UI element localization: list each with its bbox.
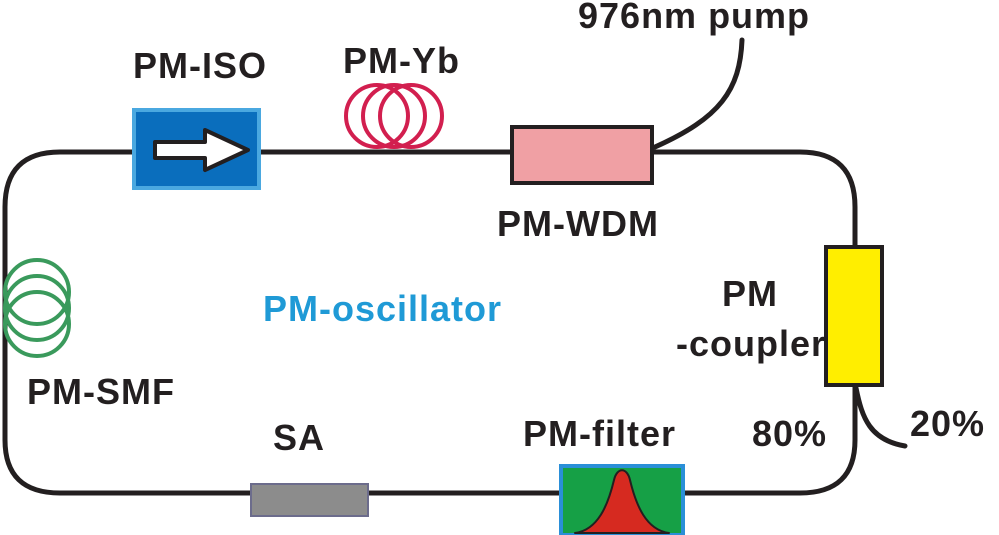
output-fiber <box>853 385 908 449</box>
coupler-box <box>824 245 884 387</box>
pump-fiber <box>652 37 745 150</box>
yb-label: PM-Yb <box>343 40 460 81</box>
oscillator-label: PM-oscillator <box>263 288 502 329</box>
sa-box <box>250 483 369 517</box>
iso-label: PM-ISO <box>133 45 267 86</box>
split-20-label: 20% <box>910 403 985 444</box>
gaussian-peak-icon <box>574 469 670 534</box>
filter-label: PM-filter <box>523 413 676 454</box>
filter <box>559 464 685 535</box>
arrow-right-icon <box>153 128 250 172</box>
wdm-box <box>510 125 654 185</box>
fiber-coil-icon <box>3 258 71 358</box>
pump-label: 976nm pump <box>578 0 810 36</box>
smf-label: PM-SMF <box>27 371 175 412</box>
isolator <box>132 108 261 190</box>
sa-label: SA <box>273 417 325 458</box>
wdm-label: PM-WDM <box>497 203 659 244</box>
split-80-label: 80% <box>752 413 827 454</box>
fiber-coil-icon <box>344 83 444 149</box>
fiber-loop <box>2 149 858 496</box>
coupler-label-line1: PM <box>722 273 778 314</box>
coupler-label-line2: -coupler <box>676 323 826 364</box>
